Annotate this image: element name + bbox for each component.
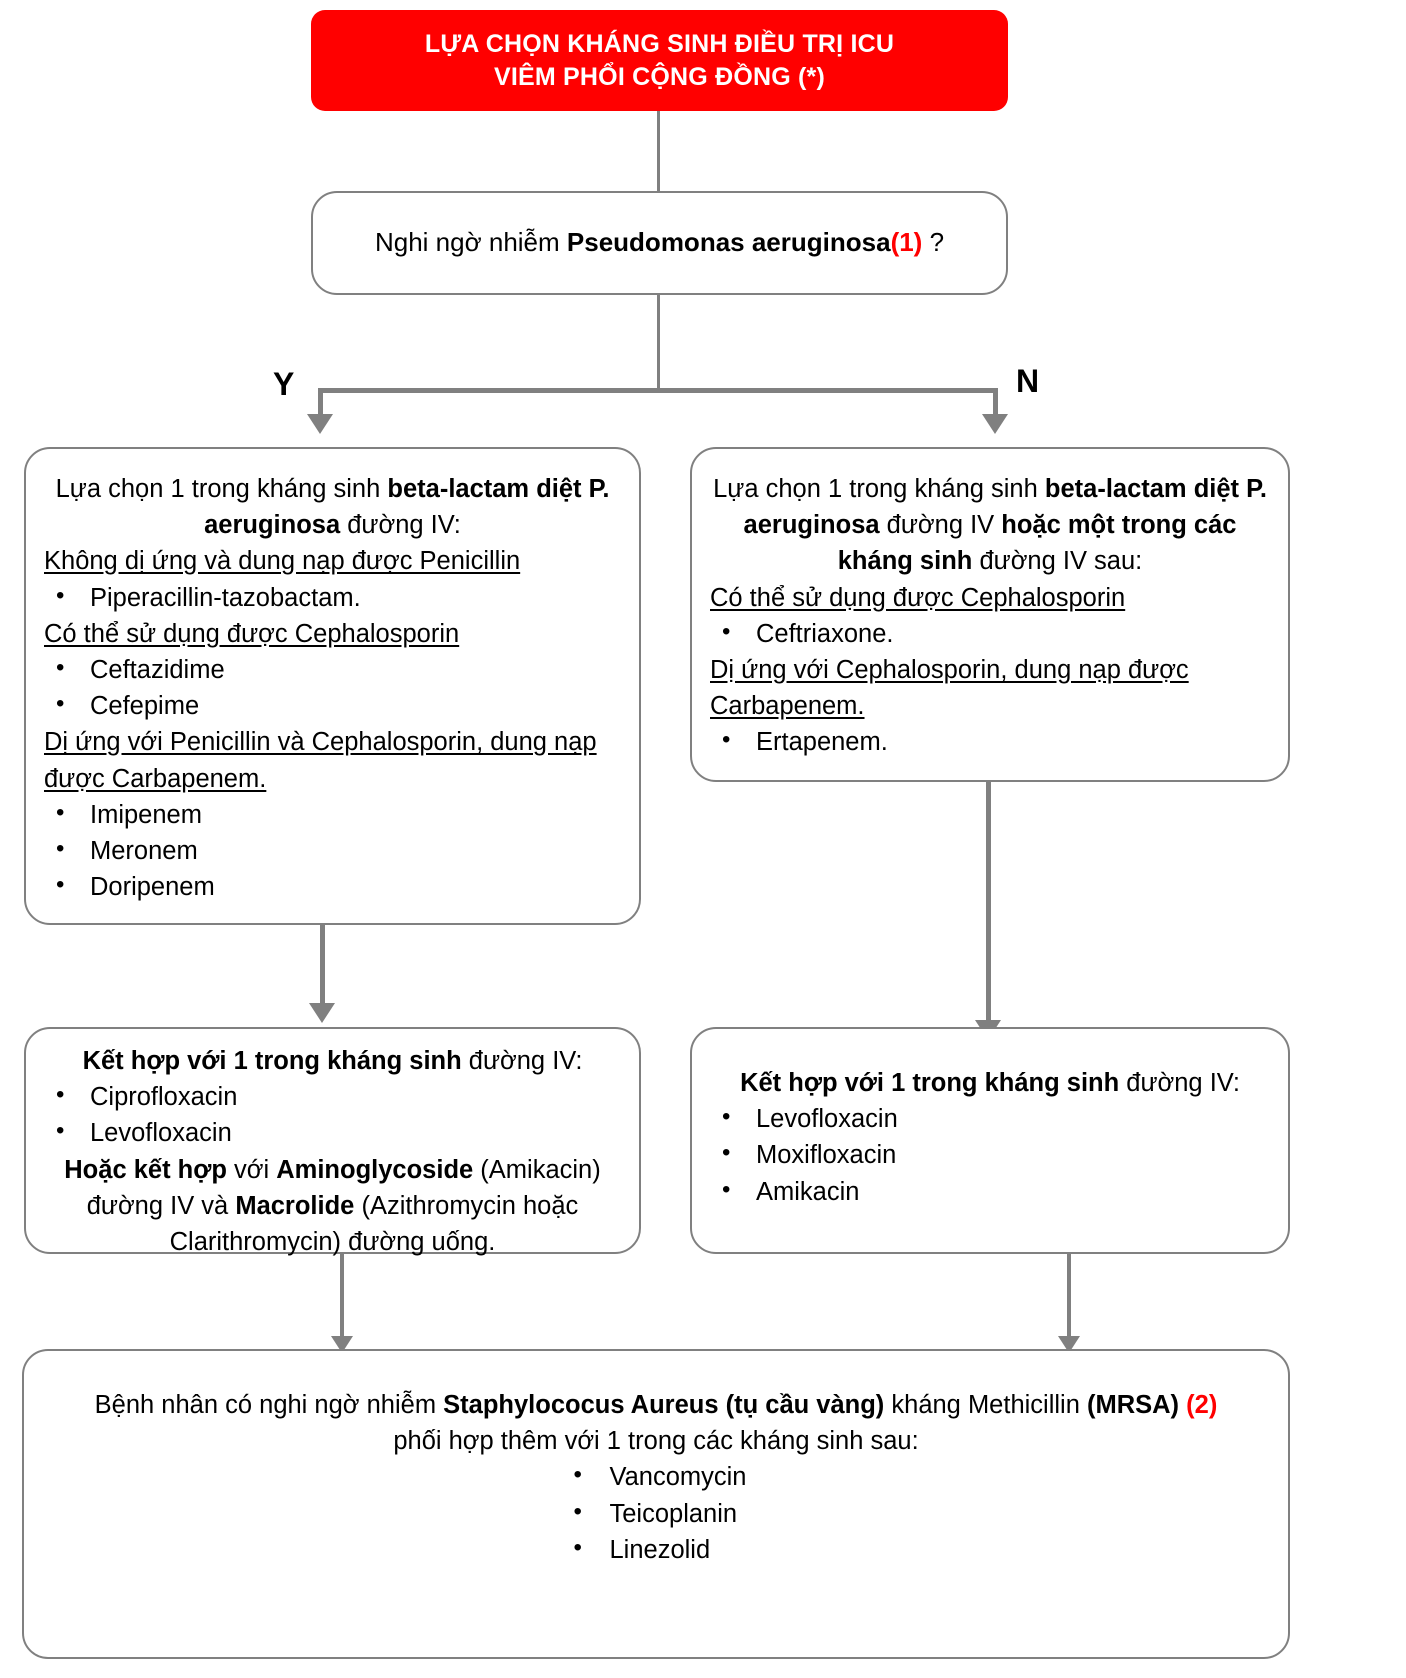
- right-box2-heading-bold: Kết hợp với 1 trong kháng sinh: [740, 1069, 1120, 1097]
- right-heading-part1: Lựa chọn 1 trong kháng sinh: [713, 475, 1045, 503]
- bottom-line1-ref: (2): [1186, 1391, 1218, 1419]
- left-box2-note-bold3: Macrolide: [235, 1191, 355, 1220]
- left-list-1: Piperacillin-tazobactam.: [44, 579, 621, 616]
- left-box2-note: Hoặc kết hợp với Aminoglycoside (Amikaci…: [44, 1152, 621, 1261]
- connector-no-vertical: [993, 388, 998, 420]
- list-item: Ceftazidime: [44, 651, 621, 688]
- title-line-1: LỰA CHỌN KHÁNG SINH ĐIỀU TRỊ ICU: [424, 29, 895, 58]
- left-box2-heading: Kết hợp với 1 trong kháng sinh đường IV:: [44, 1043, 621, 1079]
- left-box2-heading-bold: Kết hợp với 1 trong kháng sinh: [82, 1047, 462, 1075]
- list-item: Amikacin: [710, 1173, 1270, 1210]
- arrowhead-no: [982, 414, 1008, 434]
- arrowhead-yes: [307, 414, 333, 434]
- connector-title-to-decision: [657, 111, 660, 191]
- list-item: Linezolid: [565, 1531, 746, 1568]
- right-heading-part3: đường IV sau:: [972, 547, 1143, 576]
- right-subheading-2: Dị ứng với Cephalosporin, dung nạp được …: [710, 656, 1189, 721]
- bottom-box-line2: phối hợp thêm với 1 trong các kháng sinh…: [393, 1427, 919, 1456]
- decision-text-after: ?: [922, 227, 945, 258]
- flowchart-title-node: LỰA CHỌN KHÁNG SINH ĐIỀU TRỊ ICU VIÊM PH…: [311, 10, 1008, 111]
- decision-text-bold: Pseudomonas aeruginosa: [566, 227, 891, 258]
- right-box2-heading-plain: đường IV:: [1119, 1069, 1240, 1097]
- list-item: Levofloxacin: [710, 1100, 1270, 1137]
- arrowhead-bottom-right: [1058, 1336, 1080, 1353]
- connector-yes-vertical: [318, 388, 323, 420]
- connector-split-horizontal: [318, 388, 998, 393]
- title-line-2: VIÊM PHỔI CỘNG ĐỒNG (*): [493, 62, 825, 91]
- left-list-2: Ceftazidime Cefepime: [44, 651, 621, 724]
- left-heading-part2: đường IV:: [340, 511, 461, 540]
- left-subheading-1: Không dị ứng và dung nạp được Penicillin: [44, 547, 521, 576]
- branch-label-yes: Y: [273, 366, 295, 402]
- left-box-heading: Lựa chọn 1 trong kháng sinh beta-lactam …: [44, 471, 621, 543]
- bottom-line1-part2: kháng Methicillin: [884, 1391, 1087, 1419]
- left-box2-list: Ciprofloxacin Levofloxacin: [44, 1078, 621, 1151]
- connector-rightbox1-to-rightbox2: [986, 782, 991, 1027]
- connector-rightbox2-to-bottom: [1067, 1254, 1071, 1349]
- decision-text: Nghi ngờ nhiễm Pseudomonas aeruginosa(1)…: [375, 226, 944, 260]
- right-box2-list: Levofloxacin Moxifloxacin Amikacin: [710, 1100, 1270, 1210]
- right-heading-bold2: hoặc một trong các kháng sinh: [837, 511, 1237, 576]
- right-list-1: Ceftriaxone.: [710, 615, 1270, 652]
- left-heading-part1: Lựa chọn 1 trong kháng sinh: [55, 475, 388, 503]
- decision-text-before: Nghi ngờ nhiễm: [374, 227, 567, 258]
- right-list-2: Ertapenem.: [710, 723, 1270, 760]
- branch-label-no: N: [1016, 363, 1040, 399]
- left-subheading-3: Dị ứng với Penicillin và Cephalosporin, …: [44, 728, 597, 793]
- left-subheading-2: Có thể sử dụng được Cephalosporin: [44, 619, 460, 648]
- list-item: Meronem: [44, 832, 621, 869]
- left-box2-note-plain2: (Amikacin) đường IV và: [86, 1155, 601, 1220]
- right-heading-bold1: beta-lactam diệt P. aeruginosa: [743, 475, 1267, 540]
- list-item: Piperacillin-tazobactam.: [44, 579, 621, 616]
- right-combination-box: Kết hợp với 1 trong kháng sinh đường IV:…: [690, 1027, 1290, 1254]
- list-item: Levofloxacin: [44, 1114, 621, 1151]
- connector-leftbox1-to-leftbox2: [320, 925, 325, 1010]
- right-heading-part2: đường IV: [879, 511, 1002, 540]
- connector-leftbox2-to-bottom: [340, 1254, 344, 1349]
- bottom-box-list: Vancomycin Teicoplanin Linezolid: [565, 1458, 746, 1568]
- list-item: Ciprofloxacin: [44, 1078, 621, 1115]
- list-item: Imipenem: [44, 796, 621, 833]
- list-item: Ceftriaxone.: [710, 615, 1270, 652]
- arrowhead-bottom-left: [331, 1336, 353, 1353]
- bottom-line1-bold2: (MRSA): [1086, 1391, 1180, 1419]
- left-combination-box: Kết hợp với 1 trong kháng sinh đường IV:…: [24, 1027, 641, 1256]
- arrowhead-leftbox2: [309, 1003, 335, 1023]
- right-beta-lactam-box: Lựa chọn 1 trong kháng sinh beta-lactam …: [690, 447, 1290, 782]
- bottom-line1-part1: Bệnh nhân có nghi ngờ nhiễm: [94, 1391, 444, 1419]
- list-item: Ertapenem.: [710, 723, 1270, 760]
- left-list-3: Imipenem Meronem Doripenem: [44, 796, 621, 906]
- list-item: Doripenem: [44, 868, 621, 905]
- list-item: Teicoplanin: [565, 1495, 746, 1532]
- decision-node-pseudomonas: Nghi ngờ nhiễm Pseudomonas aeruginosa(1)…: [311, 191, 1008, 295]
- left-heading-bold1: beta-lactam diệt P. aeruginosa: [204, 475, 610, 540]
- left-beta-lactam-box: Lựa chọn 1 trong kháng sinh beta-lactam …: [24, 447, 641, 925]
- connector-decision-stem: [657, 295, 660, 391]
- left-box2-note-plain3: (Azithromycin hoặc Clarithromycin) đường…: [169, 1191, 579, 1257]
- left-box2-heading-plain: đường IV:: [461, 1047, 583, 1075]
- bottom-box-line1: Bệnh nhân có nghi ngờ nhiễm Staphylococu…: [42, 1387, 1270, 1423]
- mrsa-bottom-box: Bệnh nhân có nghi ngờ nhiễm Staphylococu…: [22, 1349, 1290, 1659]
- left-box2-note-bold1: Hoặc kết hợp: [64, 1155, 227, 1184]
- list-item: Moxifloxacin: [710, 1136, 1270, 1173]
- right-box2-heading: Kết hợp với 1 trong kháng sinh đường IV:: [710, 1065, 1270, 1101]
- list-item: Cefepime: [44, 687, 621, 724]
- decision-ref: (1): [890, 227, 923, 258]
- right-subheading-1: Có thể sử dụng được Cephalosporin: [710, 583, 1126, 612]
- left-box2-note-plain1: với: [226, 1155, 277, 1184]
- list-item: Vancomycin: [565, 1458, 746, 1495]
- left-box2-note-bold2: Aminoglycoside: [276, 1155, 474, 1184]
- right-box-heading: Lựa chọn 1 trong kháng sinh beta-lactam …: [710, 471, 1270, 580]
- bottom-line1-bold1: Staphylococus Aureus (tụ cầu vàng): [443, 1391, 885, 1419]
